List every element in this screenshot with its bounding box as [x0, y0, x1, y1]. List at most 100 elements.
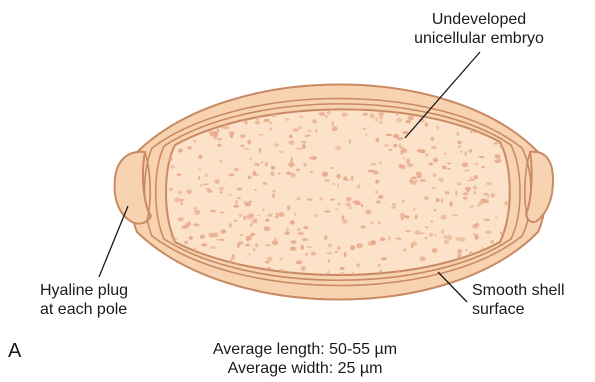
granule: [472, 179, 474, 181]
granule: [425, 226, 429, 228]
granule: [475, 163, 478, 166]
granule: [365, 210, 371, 215]
granule: [187, 99, 193, 104]
granule: [370, 222, 374, 224]
granule: [433, 158, 438, 163]
granule: [474, 175, 478, 179]
granule: [376, 138, 380, 142]
granule: [272, 193, 275, 198]
granule: [289, 135, 293, 139]
granule: [420, 232, 425, 234]
granule: [344, 252, 347, 257]
granule: [337, 246, 341, 249]
shell-label: Smooth shell surface: [472, 281, 565, 319]
granule: [268, 213, 273, 217]
granule: [425, 153, 429, 157]
granule: [235, 200, 237, 204]
granule: [406, 159, 410, 164]
granule: [486, 182, 492, 185]
granule: [473, 186, 476, 190]
granule: [493, 142, 499, 144]
granule: [455, 191, 458, 196]
granule: [269, 128, 272, 131]
granule: [441, 198, 444, 202]
granule: [335, 146, 341, 150]
granule: [380, 162, 382, 164]
granule: [218, 138, 222, 140]
granule: [245, 203, 251, 207]
granule: [403, 157, 405, 159]
granule: [328, 259, 331, 263]
granule: [234, 168, 239, 172]
granule: [377, 264, 380, 267]
granule: [441, 230, 444, 234]
granule: [210, 102, 216, 104]
granule: [244, 119, 247, 124]
granule: [307, 130, 311, 133]
granule: [243, 215, 246, 220]
granule: [320, 197, 323, 201]
granule: [247, 140, 251, 145]
granule: [302, 141, 307, 143]
granule: [380, 237, 385, 241]
granule: [248, 254, 251, 256]
granule: [308, 134, 311, 136]
granule: [507, 99, 509, 103]
granule: [434, 235, 437, 237]
granule: [495, 216, 497, 218]
granule: [403, 131, 409, 134]
granule: [456, 132, 459, 137]
granule: [314, 214, 317, 217]
granule: [337, 174, 341, 179]
granule: [349, 206, 352, 209]
granule: [237, 243, 240, 248]
granule: [310, 171, 313, 173]
granule: [417, 175, 421, 178]
granule: [253, 248, 256, 251]
granule: [401, 217, 404, 221]
granule: [441, 215, 447, 220]
granule: [197, 169, 202, 171]
granule: [200, 184, 203, 186]
granule: [375, 190, 378, 193]
granule: [469, 149, 473, 153]
granule: [490, 240, 494, 244]
granule: [261, 161, 264, 163]
granule: [328, 243, 332, 247]
shell-label-line2: surface: [472, 300, 565, 319]
granule: [279, 151, 283, 153]
granule: [250, 233, 255, 236]
granule: [436, 125, 439, 130]
granule: [391, 207, 397, 209]
granule: [480, 198, 486, 201]
granule: [292, 128, 299, 132]
granule: [428, 163, 433, 166]
granule: [335, 208, 337, 210]
granule: [301, 266, 306, 271]
granule: [252, 219, 256, 224]
granule: [288, 162, 295, 167]
granule: [408, 115, 415, 120]
granule: [415, 215, 418, 220]
granule: [342, 113, 348, 117]
granule: [297, 197, 300, 201]
granule: [189, 236, 193, 240]
granule: [365, 133, 367, 136]
granule: [340, 267, 345, 270]
granule: [169, 187, 173, 191]
granule: [319, 112, 326, 116]
granule: [201, 275, 204, 278]
granule: [494, 154, 500, 158]
granule: [332, 121, 334, 126]
embryo-label: Undeveloped unicellular embryo: [394, 10, 564, 48]
granule: [495, 159, 500, 163]
granule: [481, 166, 485, 168]
granule: [432, 248, 438, 253]
granule: [330, 199, 335, 201]
granule: [324, 235, 328, 240]
granule: [378, 195, 383, 199]
granule: [217, 129, 220, 132]
granule: [452, 214, 458, 216]
